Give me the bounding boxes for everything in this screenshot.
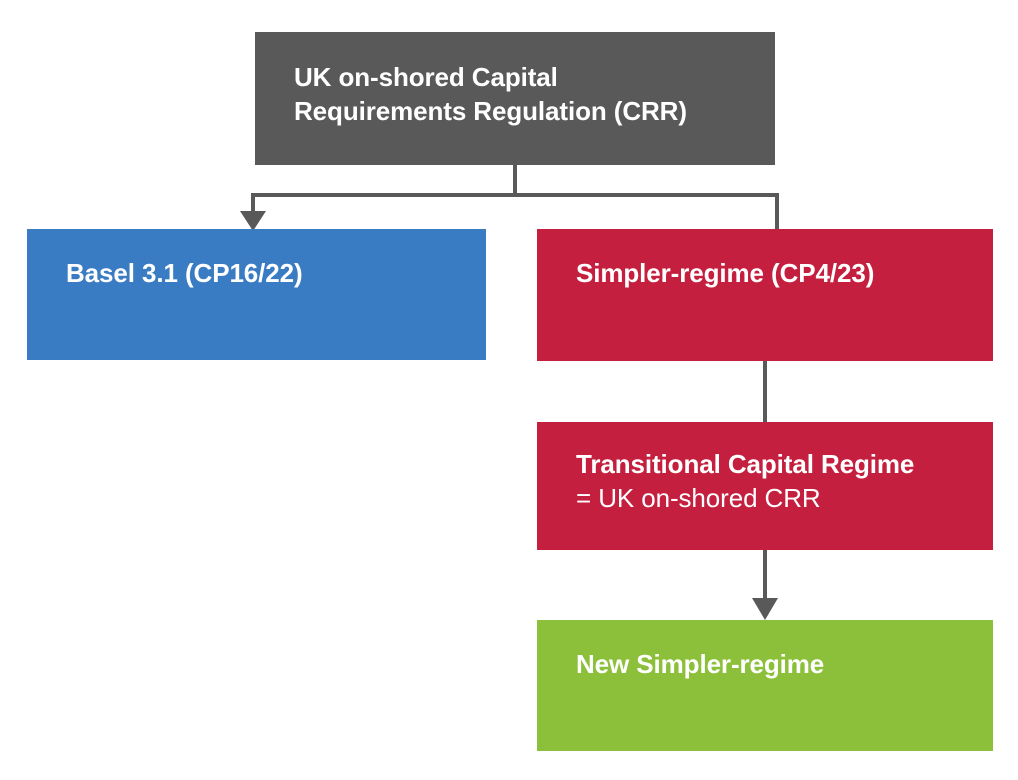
connector-split-to-simpler	[775, 193, 779, 231]
connector-split-bar	[251, 193, 779, 197]
node-simpler-regime-label: Simpler-regime (CP4/23)	[576, 258, 875, 288]
node-transitional-capital-regime-label-line2: = UK on-shored CRR	[576, 482, 821, 513]
node-basel-31[interactable]: Basel 3.1 (CP16/22)	[27, 229, 486, 360]
connector-transitional-to-new-simpler	[763, 550, 767, 602]
node-new-simpler-regime[interactable]: New Simpler-regime	[537, 620, 993, 751]
node-transitional-capital-regime-label: Transitional Capital Regime = UK on-shor…	[576, 448, 973, 516]
node-uk-onshored-crr-label-line2: Requirements Regulation (CRR)	[294, 95, 687, 126]
node-new-simpler-regime-label: New Simpler-regime	[576, 649, 825, 679]
node-basel-31-label: Basel 3.1 (CP16/22)	[66, 258, 303, 288]
arrowhead-to-new-simpler-icon	[752, 598, 778, 620]
connector-simpler-to-transitional	[763, 361, 767, 423]
node-uk-onshored-crr-label: UK on-shored Capital Requirements Regula…	[294, 61, 755, 129]
node-simpler-regime[interactable]: Simpler-regime (CP4/23)	[537, 229, 993, 361]
arrowhead-to-basel-icon	[240, 211, 266, 231]
connector-split-to-basel	[251, 193, 255, 215]
node-uk-onshored-crr[interactable]: UK on-shored Capital Requirements Regula…	[255, 32, 775, 165]
connector-root-stem	[513, 165, 517, 197]
node-transitional-capital-regime-label-line1: Transitional Capital Regime	[576, 449, 915, 479]
node-uk-onshored-crr-label-line1: UK on-shored Capital	[294, 62, 558, 92]
node-transitional-capital-regime[interactable]: Transitional Capital Regime = UK on-shor…	[537, 422, 993, 550]
